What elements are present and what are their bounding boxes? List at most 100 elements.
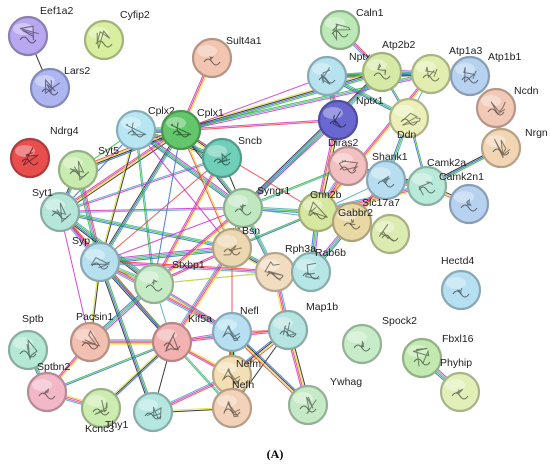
node-label: Thy1 [105, 419, 129, 431]
node-label: Ndrg4 [50, 125, 79, 137]
protein-structure-ribbon [38, 392, 56, 400]
node-cyfip2[interactable] [83, 19, 125, 61]
protein-structure-ribbon [234, 208, 252, 216]
node-ddn[interactable] [388, 97, 430, 139]
node-thy1[interactable] [132, 391, 174, 433]
node-phyhip[interactable] [439, 371, 481, 413]
protein-structure-glyph [425, 66, 438, 79]
node-nefm[interactable] [211, 354, 253, 396]
node-rph3a[interactable] [254, 251, 296, 293]
node-stxbp1[interactable] [133, 263, 175, 305]
node-sncb[interactable] [201, 137, 243, 179]
edge-line [47, 342, 173, 394]
node-camk2n1[interactable] [448, 183, 490, 225]
node-shank1[interactable] [365, 159, 407, 201]
node-camk2a[interactable] [406, 165, 448, 207]
node-circle [39, 191, 81, 233]
node-spock2[interactable] [341, 323, 383, 365]
node-eef1a2[interactable] [7, 15, 49, 57]
node-rab6b[interactable] [290, 251, 332, 293]
node-nptx1[interactable] [317, 99, 359, 141]
edge-line [181, 120, 339, 132]
node-hectd4[interactable] [440, 269, 482, 311]
node-highlight [85, 249, 105, 261]
node-label: Syt5 [98, 145, 119, 157]
node-nefh[interactable] [211, 387, 253, 429]
node-label: Cplx2 [148, 105, 175, 117]
node-pacsin1[interactable] [69, 321, 111, 363]
node-circle [401, 337, 443, 379]
protein-structure-ribbon [163, 342, 181, 350]
edge-line [100, 260, 276, 272]
node-highlight [446, 277, 466, 289]
node-grin2b[interactable] [297, 191, 339, 233]
node-highlight [207, 145, 227, 157]
protein-structure-glyph [455, 388, 464, 394]
node-cplx2[interactable] [115, 109, 157, 151]
node-caln1[interactable] [319, 9, 361, 51]
edge-line [134, 131, 243, 211]
node-kcnc3[interactable] [80, 387, 122, 429]
node-sult4a1[interactable] [191, 37, 233, 79]
edge-line [135, 129, 233, 249]
node-highlight [371, 167, 391, 179]
protein-structure-glyph [223, 400, 241, 418]
node-syp[interactable] [79, 241, 121, 283]
edge-line [180, 75, 328, 131]
edge-Syp-Thy1 [98, 261, 155, 413]
node-label: Kif5a [188, 313, 212, 325]
edge-Syt1-Syngr1 [59, 206, 244, 214]
node-lars2[interactable] [29, 67, 71, 109]
node-label: Nefh [232, 379, 254, 391]
node-highlight [217, 235, 237, 247]
node-atp2b2[interactable] [361, 51, 403, 93]
protein-structure-glyph [360, 340, 365, 348]
node-circle [290, 251, 332, 293]
node-label: Map1b [306, 301, 338, 313]
node-ywhag[interactable] [287, 384, 329, 426]
edge-line [60, 131, 183, 215]
node-fbxl16[interactable] [401, 337, 443, 379]
edge-line [153, 157, 223, 285]
node-highlight [260, 259, 280, 271]
edge-line [180, 70, 382, 130]
node-nrgn[interactable] [480, 127, 522, 169]
node-highlight [217, 319, 237, 331]
node-label: Phyhip [440, 357, 472, 369]
protein-structure-ribbon [21, 158, 39, 166]
node-nefl[interactable] [211, 311, 253, 353]
node-gabbr2[interactable] [369, 213, 411, 255]
node-atp1a3[interactable] [410, 53, 452, 95]
edge-line [98, 262, 153, 413]
node-label: Ywhag [330, 376, 362, 388]
node-circle [9, 137, 51, 179]
protein-structure-ribbon [279, 330, 297, 338]
node-map1b[interactable] [267, 309, 309, 351]
node-ncdn[interactable] [475, 87, 517, 129]
node-highlight [416, 61, 436, 73]
edge-line [100, 248, 233, 264]
node-nptxr[interactable] [306, 55, 348, 97]
node-slc17a7[interactable] [331, 201, 373, 243]
protein-structure-ribbon [302, 272, 320, 280]
protein-structure-ribbon [92, 408, 110, 416]
node-sptbn2[interactable] [26, 371, 68, 413]
node-ndrg4[interactable] [9, 137, 51, 179]
node-syt5[interactable] [57, 149, 99, 191]
node-kif5a[interactable] [151, 321, 193, 363]
node-atp1b1[interactable] [449, 55, 491, 97]
node-sptb[interactable] [7, 329, 49, 371]
node-cplx1[interactable] [160, 109, 202, 151]
node-syngr1[interactable] [222, 187, 264, 229]
node-highlight [89, 27, 109, 39]
node-label: Nptx1 [356, 95, 384, 107]
protein-structure-glyph [222, 367, 241, 385]
node-syt1[interactable] [39, 191, 81, 233]
node-diras2[interactable] [327, 145, 369, 187]
node-label: Ncdn [514, 85, 539, 97]
protein-structure-ribbon [81, 342, 99, 350]
node-label: Fbxl16 [442, 333, 474, 345]
node-label: Stxbp1 [172, 259, 205, 271]
node-bsn[interactable] [211, 227, 253, 269]
